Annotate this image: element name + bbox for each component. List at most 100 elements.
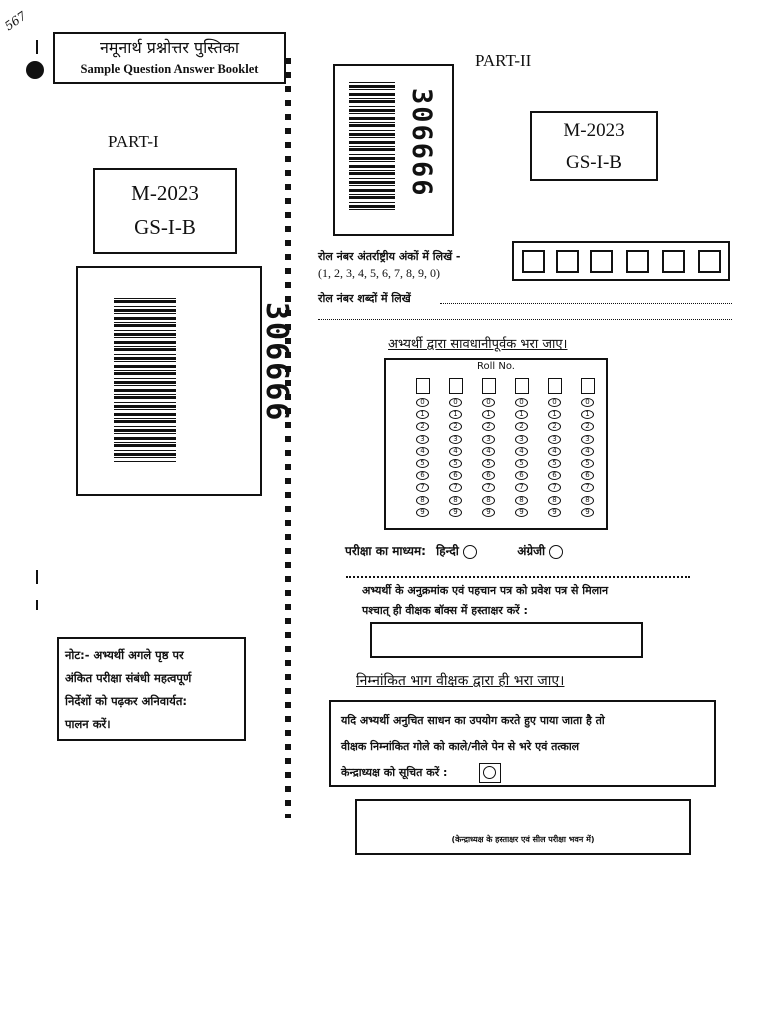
omr-bubble[interactable]: 4 bbox=[482, 446, 495, 456]
omr-bubble[interactable]: 0 bbox=[515, 398, 528, 407]
medium-hindi-radio[interactable] bbox=[463, 544, 478, 559]
roll-digit-input[interactable] bbox=[662, 250, 685, 273]
omr-bubble[interactable]: 5 bbox=[581, 459, 594, 468]
omr-bubble[interactable]: 3 bbox=[548, 434, 561, 444]
part2-barcode-label: 306666 bbox=[333, 64, 454, 236]
omr-bubble[interactable]: 7 bbox=[581, 483, 594, 493]
omr-bubble[interactable]: 9 bbox=[416, 507, 429, 517]
omr-bubble[interactable]: 8 bbox=[548, 495, 561, 505]
separator-dots bbox=[346, 576, 690, 578]
omr-bubble[interactable]: 1 bbox=[515, 410, 528, 420]
omr-bubble[interactable]: 4 bbox=[548, 446, 561, 456]
omr-bubble[interactable]: 3 bbox=[449, 434, 462, 444]
omr-bubble[interactable]: 3 bbox=[581, 434, 594, 444]
barcode-bar bbox=[114, 385, 176, 386]
omr-bubble[interactable]: 6 bbox=[515, 471, 528, 481]
omr-digit-box[interactable] bbox=[449, 378, 463, 394]
omr-bubble[interactable]: 3 bbox=[482, 434, 495, 444]
omr-bubble[interactable]: 8 bbox=[416, 495, 429, 505]
omr-bubble[interactable]: 7 bbox=[416, 483, 429, 493]
roll-digit-input[interactable] bbox=[626, 250, 649, 273]
omr-bubble[interactable]: 9 bbox=[482, 507, 495, 517]
omr-bubble[interactable]: 3 bbox=[515, 434, 528, 444]
barcode-bar bbox=[349, 141, 395, 144]
omr-bubble[interactable]: 0 bbox=[548, 398, 561, 407]
omr-bubble[interactable]: 8 bbox=[449, 495, 462, 505]
omr-bubble[interactable]: 5 bbox=[449, 459, 462, 468]
barcode-bar bbox=[114, 341, 176, 344]
omr-bubble[interactable]: 7 bbox=[482, 483, 495, 493]
roll-digit-input[interactable] bbox=[590, 250, 613, 273]
signature-instruction-line1: अभ्यर्थी के अनुक्रमांक एवं पहचान पत्र को… bbox=[362, 584, 609, 597]
omr-bubble[interactable]: 0 bbox=[482, 398, 495, 407]
omr-bubble[interactable]: 7 bbox=[449, 483, 462, 493]
omr-bubble[interactable]: 0 bbox=[449, 398, 462, 407]
barcode-bar bbox=[114, 396, 176, 399]
barcode-bar bbox=[114, 372, 176, 375]
omr-bubble[interactable]: 4 bbox=[515, 446, 528, 456]
seal-box[interactable]: (केन्द्राध्यक्ष के हस्ताक्षर एवं सील परी… bbox=[355, 799, 691, 855]
omr-bubble[interactable]: 5 bbox=[416, 459, 429, 468]
roll-words-input[interactable] bbox=[440, 303, 732, 304]
barcode-bar bbox=[114, 402, 176, 403]
omr-bubble[interactable]: 3 bbox=[416, 434, 429, 444]
omr-bubble[interactable]: 2 bbox=[581, 422, 594, 432]
booklet-title-english: Sample Question Answer Booklet bbox=[80, 62, 259, 76]
barcode-bar bbox=[349, 113, 395, 114]
barcode-bar bbox=[349, 137, 395, 138]
omr-bubble[interactable]: 2 bbox=[515, 422, 528, 432]
omr-bubble[interactable]: 2 bbox=[449, 422, 462, 432]
omr-bubble[interactable]: 1 bbox=[548, 410, 561, 420]
omr-bubble[interactable]: 6 bbox=[449, 471, 462, 481]
omr-bubble[interactable]: 0 bbox=[416, 398, 429, 407]
omr-bubble[interactable]: 9 bbox=[515, 507, 528, 517]
omr-bubble[interactable]: 4 bbox=[449, 446, 462, 456]
medium-label: परीक्षा का माध्यम: bbox=[345, 544, 426, 558]
omr-digit-box[interactable] bbox=[482, 378, 496, 394]
omr-bubble[interactable]: 8 bbox=[581, 495, 594, 505]
omr-bubble[interactable]: 2 bbox=[416, 422, 429, 432]
invigilator-signature-box[interactable] bbox=[370, 622, 643, 658]
omr-bubble[interactable]: 4 bbox=[416, 446, 429, 456]
roll-digit-input[interactable] bbox=[522, 250, 545, 273]
omr-bubble[interactable]: 5 bbox=[482, 459, 495, 468]
omr-bubble[interactable]: 1 bbox=[449, 410, 462, 420]
omr-bubble[interactable]: 6 bbox=[482, 471, 495, 481]
omr-bubble[interactable]: 1 bbox=[482, 410, 495, 420]
roll-numeric-boxes bbox=[512, 241, 730, 281]
barcode-bar bbox=[114, 461, 176, 462]
omr-bubble[interactable]: 4 bbox=[581, 446, 594, 456]
roll-words-input-line2[interactable] bbox=[318, 319, 732, 320]
invigilator-heading: निम्नांकित भाग वीक्षक द्वारा ही भरा जाए। bbox=[356, 673, 565, 689]
malpractice-bubble[interactable] bbox=[483, 766, 497, 779]
medium-english-radio[interactable] bbox=[549, 544, 564, 559]
omr-bubble[interactable]: 6 bbox=[581, 471, 594, 481]
note-line: अंकित परीक्षा संबंधी महत्वपूर्ण bbox=[65, 671, 192, 685]
omr-bubble[interactable]: 1 bbox=[581, 410, 594, 420]
omr-bubble[interactable]: 1 bbox=[416, 410, 429, 420]
omr-bubble[interactable]: 9 bbox=[581, 507, 594, 517]
omr-digit-box[interactable] bbox=[515, 378, 529, 394]
roll-words-label-text: रोल नंबर शब्दों में लिखें bbox=[318, 292, 411, 305]
omr-bubble[interactable]: 8 bbox=[515, 495, 528, 505]
part1-paper-code: GS-I-B bbox=[134, 215, 196, 239]
omr-bubble[interactable]: 9 bbox=[449, 507, 462, 517]
omr-digit-box[interactable] bbox=[548, 378, 562, 394]
booklet-title-box: नमूनार्थ प्रश्नोत्तर पुस्तिका Sample Que… bbox=[53, 32, 286, 84]
omr-bubble[interactable]: 2 bbox=[482, 422, 495, 432]
omr-digit-box[interactable] bbox=[581, 378, 595, 394]
omr-bubble[interactable]: 8 bbox=[482, 495, 495, 505]
omr-bubble[interactable]: 0 bbox=[581, 398, 594, 407]
omr-bubble[interactable]: 6 bbox=[548, 471, 561, 481]
omr-bubble[interactable]: 7 bbox=[548, 483, 561, 493]
omr-digit-box[interactable] bbox=[416, 378, 430, 394]
omr-bubble[interactable]: 2 bbox=[548, 422, 561, 432]
omr-bubble[interactable]: 5 bbox=[548, 459, 561, 468]
roll-digit-input[interactable] bbox=[698, 250, 721, 273]
omr-bubble[interactable]: 7 bbox=[515, 483, 528, 493]
omr-bubble[interactable]: 5 bbox=[515, 459, 528, 468]
roll-digit-input[interactable] bbox=[556, 250, 579, 273]
omr-bubble[interactable]: 6 bbox=[416, 471, 429, 481]
barcode-bar bbox=[349, 170, 395, 171]
omr-bubble[interactable]: 9 bbox=[548, 507, 561, 517]
